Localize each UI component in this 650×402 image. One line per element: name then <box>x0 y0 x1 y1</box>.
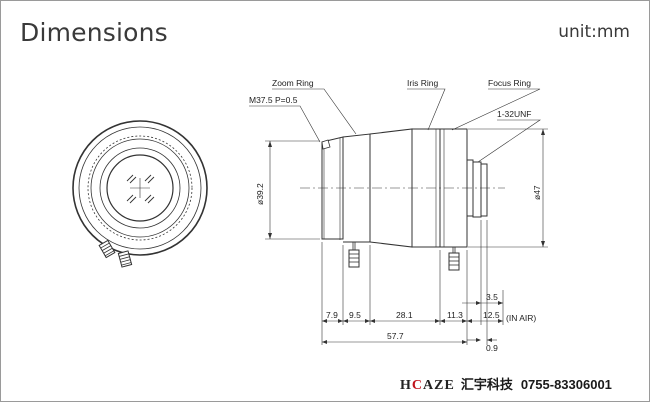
zoom-ring-label: Zoom Ring <box>272 78 314 88</box>
iris-ring-label: Iris Ring <box>407 78 438 88</box>
front-thread-label: M37.5 P=0.5 <box>249 95 298 105</box>
dim-3-5: 3.5 <box>486 292 498 302</box>
front-ring-4 <box>90 138 190 238</box>
front-outer-ring <box>72 120 208 256</box>
rear-thread-label: 1-32UNF <box>497 109 531 119</box>
front-view <box>72 120 208 268</box>
front-ring-2 <box>78 126 202 250</box>
zoom-ring-section <box>342 133 371 243</box>
dim-7-9: 7.9 <box>326 310 338 320</box>
brand-logo: HCAZE <box>400 378 455 393</box>
callout-leaders <box>249 88 541 163</box>
mount-thread <box>472 161 482 218</box>
front-glass-inner <box>106 154 174 222</box>
dim-front-diameter: ø39.2 <box>255 183 265 205</box>
side-lock-screw-2 <box>448 247 460 271</box>
side-view <box>300 128 505 271</box>
footer-contact: HCAZE 汇宇科技 0755-83306001 <box>400 374 612 394</box>
dim-57-7: 57.7 <box>387 331 404 341</box>
mount-flange <box>480 163 488 217</box>
front-glass-outer <box>99 147 181 229</box>
front-lock-screw-1 <box>98 239 116 259</box>
front-lock-screw-2 <box>117 250 133 268</box>
dim-12-5: 12.5 <box>483 310 500 320</box>
unit-label: unit:mm <box>558 22 630 42</box>
dim-28-1: 28.1 <box>396 310 413 320</box>
side-lock-screw-1 <box>348 242 360 268</box>
phone-number: 0755-83306001 <box>520 377 612 392</box>
focus-ring-label: Focus Ring <box>488 78 531 88</box>
dim-9-5: 9.5 <box>349 310 361 320</box>
dim-11-3: 11.3 <box>447 310 463 320</box>
dim-in-air: (IN AIR) <box>506 313 536 323</box>
dimension-lines <box>265 128 548 345</box>
dim-rear-diameter: ø47 <box>532 185 542 200</box>
page-title: Dimensions <box>20 18 168 47</box>
body-front <box>321 136 344 240</box>
arrowheads <box>268 129 545 344</box>
company-name: 汇宇科技 <box>460 377 513 392</box>
front-ring-3 <box>87 135 193 241</box>
glass-hatch <box>126 174 155 204</box>
dim-0-9: 0.9 <box>486 343 498 353</box>
